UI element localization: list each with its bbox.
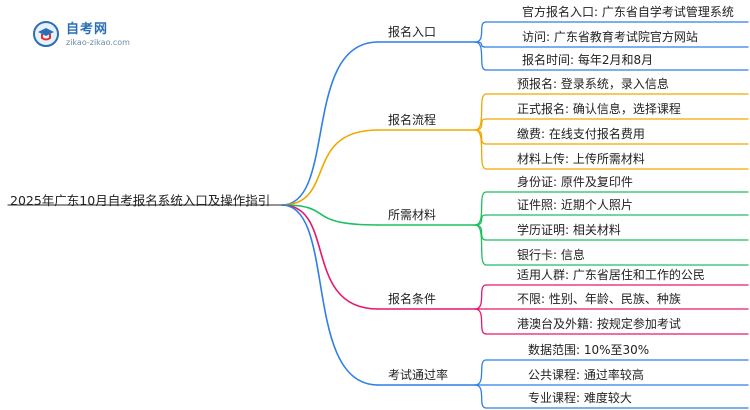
child-connector-2-0 — [474, 191, 487, 226]
child-label-4-2: 专业课程: 难度较大 — [528, 391, 632, 405]
child-connector-1-3 — [474, 129, 487, 170]
graduation-cap-icon — [33, 21, 59, 47]
child-label-4-1: 公共课程: 通过率较高 — [528, 368, 644, 382]
child-label-3-1: 不限: 性别、年龄、民族、种族 — [517, 292, 681, 306]
child-connector-3-2 — [474, 308, 487, 335]
child-label-1-0: 预报名: 登录系统，录入信息 — [517, 77, 669, 91]
child-label-2-1: 证件照: 近期个人照片 — [517, 198, 633, 212]
branch-label-3: 报名条件 — [388, 292, 437, 306]
child-label-0-1: 访问: 广东省教育考试院官方网站 — [522, 30, 698, 44]
child-label-2-3: 银行卡: 信息 — [517, 248, 585, 262]
child-label-2-0: 身份证: 原件及复印件 — [517, 175, 633, 189]
branch-label-2: 所需材料 — [388, 208, 437, 222]
child-connector-3-0 — [474, 284, 487, 310]
branch-connector-2 — [281, 204, 379, 226]
child-connector-0-2 — [474, 41, 487, 71]
child-connector-4-0 — [474, 359, 487, 386]
branch-label-0: 报名入口 — [388, 25, 437, 39]
branch-connector-3 — [281, 204, 379, 310]
child-label-4-0: 数据范围: 10%至30% — [528, 343, 650, 357]
site-logo: 自考网 zikao-zikao.com — [32, 14, 142, 54]
child-label-2-2: 学历证明: 相关材料 — [517, 223, 621, 237]
child-connector-0-0 — [474, 21, 487, 43]
branch-connector-4 — [281, 204, 379, 386]
branch-label-4: 考试通过率 — [388, 368, 449, 382]
child-label-0-0: 官方报名入口: 广东省自学考试管理系统 — [522, 5, 734, 19]
root-topic: 2025年广东10月自考报名系统入口及操作指引 — [10, 193, 271, 208]
child-connector-1-0 — [474, 93, 487, 131]
child-label-3-0: 适用人群: 广东省居住和工作的公民 — [517, 268, 705, 282]
child-connector-4-2 — [474, 384, 487, 409]
child-label-1-1: 正式报名: 确认信息，选择课程 — [517, 102, 681, 116]
branch-label-1: 报名流程 — [388, 113, 437, 127]
logo-title: 自考网 — [66, 22, 109, 37]
branch-connector-0 — [281, 41, 379, 206]
child-label-3-2: 港澳台及外籍: 按规定参加考试 — [517, 317, 681, 331]
branch-connector-1 — [281, 129, 379, 206]
logo-url: zikao-zikao.com — [66, 38, 130, 47]
child-label-1-3: 材料上传: 上传所需材料 — [517, 152, 645, 166]
child-label-1-2: 缴费: 在线支付报名费用 — [517, 127, 645, 141]
child-label-0-2: 报名时间: 每年2月和8月 — [522, 53, 654, 67]
child-connector-2-3 — [474, 224, 487, 266]
